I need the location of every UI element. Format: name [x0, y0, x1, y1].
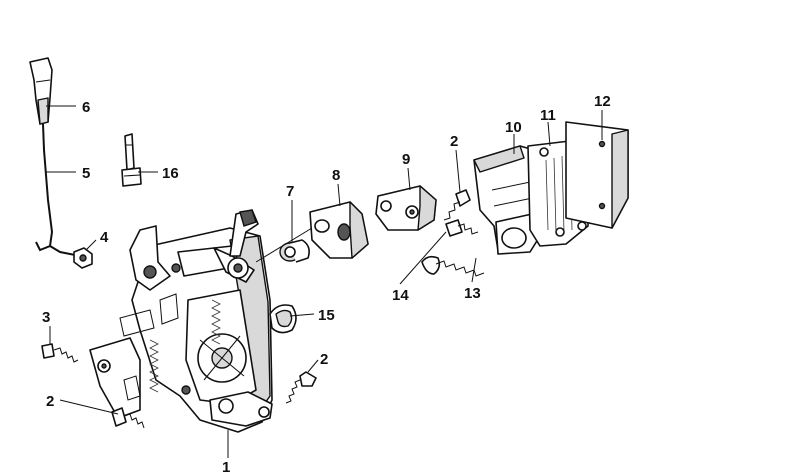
- callout-2-right: 2: [320, 351, 328, 368]
- callout-1: 1: [222, 459, 230, 473]
- part-2-screw-top: [443, 189, 471, 221]
- part-6-rod-knob: [29, 57, 53, 125]
- callout-4: 4: [100, 229, 109, 246]
- callout-2-top: 2: [450, 133, 458, 150]
- part-3-screw: [41, 343, 79, 363]
- callout-7: 7: [286, 183, 294, 200]
- callout-5: 5: [82, 165, 90, 182]
- part-1-door-lock: [119, 209, 273, 433]
- part-5-operating-rod: [35, 123, 91, 259]
- part-8-block: [255, 201, 369, 263]
- callout-labels: 6 5 16 4 3 2 1 2 15 7 8 9 2 10 11 12 14 …: [42, 93, 611, 473]
- callout-8: 8: [332, 167, 340, 184]
- callout-16: 16: [162, 165, 179, 182]
- part-7-bushing: [279, 239, 310, 263]
- callout-6: 6: [82, 99, 90, 116]
- part-2-screw-left: [111, 407, 145, 429]
- callout-12: 12: [594, 93, 611, 110]
- part-16-clip: [121, 133, 142, 187]
- part-13-long-screw: [421, 255, 485, 277]
- callout-11: 11: [540, 107, 556, 124]
- callout-2-left: 2: [46, 393, 54, 410]
- callout-13: 13: [464, 285, 481, 302]
- leader-lines: [46, 105, 603, 458]
- callout-14: 14: [392, 287, 409, 304]
- part-9-cam: [375, 185, 437, 231]
- callout-9: 9: [402, 151, 410, 168]
- callout-10: 10: [505, 119, 522, 136]
- callout-15: 15: [318, 307, 335, 324]
- part-12-backing-plate: [565, 121, 629, 229]
- part-4-nut: [73, 247, 93, 269]
- part-14-screw: [445, 219, 479, 237]
- part-15-cap: [269, 304, 297, 334]
- mounting-bracket: [89, 337, 141, 419]
- part-2-screw-right: [285, 371, 317, 404]
- callout-3: 3: [42, 309, 50, 326]
